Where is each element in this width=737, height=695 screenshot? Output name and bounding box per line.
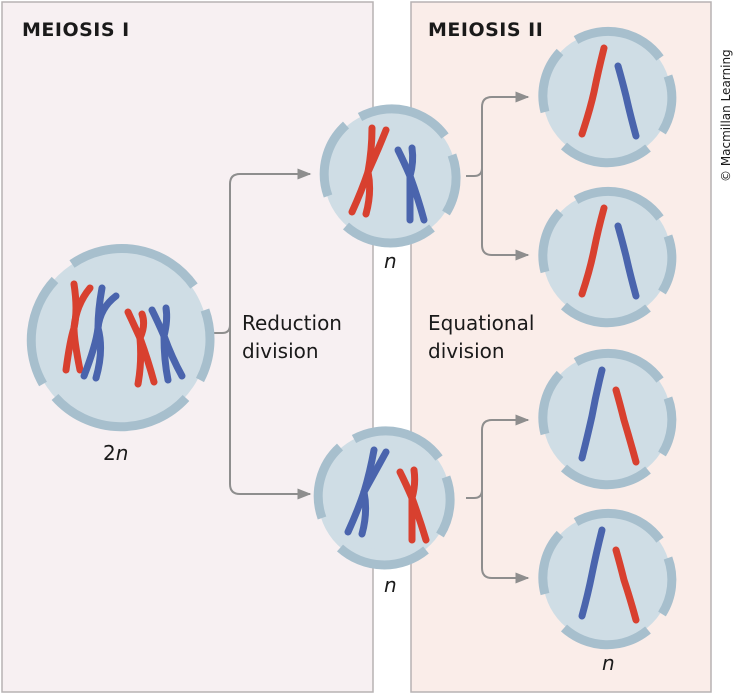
gamete-cell-2: [538, 186, 677, 328]
reduction-bracket-tick: [214, 324, 231, 334]
reduction-label-line2: division: [242, 339, 319, 363]
parent-cell-2n: [26, 243, 215, 432]
parent-ploidy-label: 2n: [103, 441, 128, 465]
gamete-cell-1: [538, 26, 677, 168]
meiosis2-title: MEIOSIS II: [428, 19, 543, 41]
daughter-cell-top: [319, 104, 461, 248]
meiosis1-title: MEIOSIS I: [22, 19, 130, 41]
daughter-top-ploidy: n: [384, 249, 397, 273]
gamete-cell-4: [538, 508, 677, 650]
reduction-label-line1: Reduction: [242, 311, 342, 335]
daughter-bottom-ploidy: n: [384, 573, 397, 597]
equational-bracket-bottom: [481, 419, 520, 579]
equational-bracket-bottom-tick: [466, 489, 483, 499]
chromosome-pair-small: [124, 304, 186, 388]
daughter-cell-bottom: [313, 426, 455, 570]
equational-bracket-top: [481, 96, 520, 256]
chromosome-pair-large: [62, 280, 120, 382]
equational-bracket-top-tick: [466, 167, 483, 177]
equational-label-line2: division: [428, 339, 505, 363]
reduction-bracket: [229, 173, 308, 495]
equational-label-line1: Equational: [428, 311, 534, 335]
gamete-cell-3: [538, 348, 677, 490]
final-ploidy-label: n: [602, 651, 615, 675]
copyright-text: © Macmillan Learning: [719, 49, 733, 182]
